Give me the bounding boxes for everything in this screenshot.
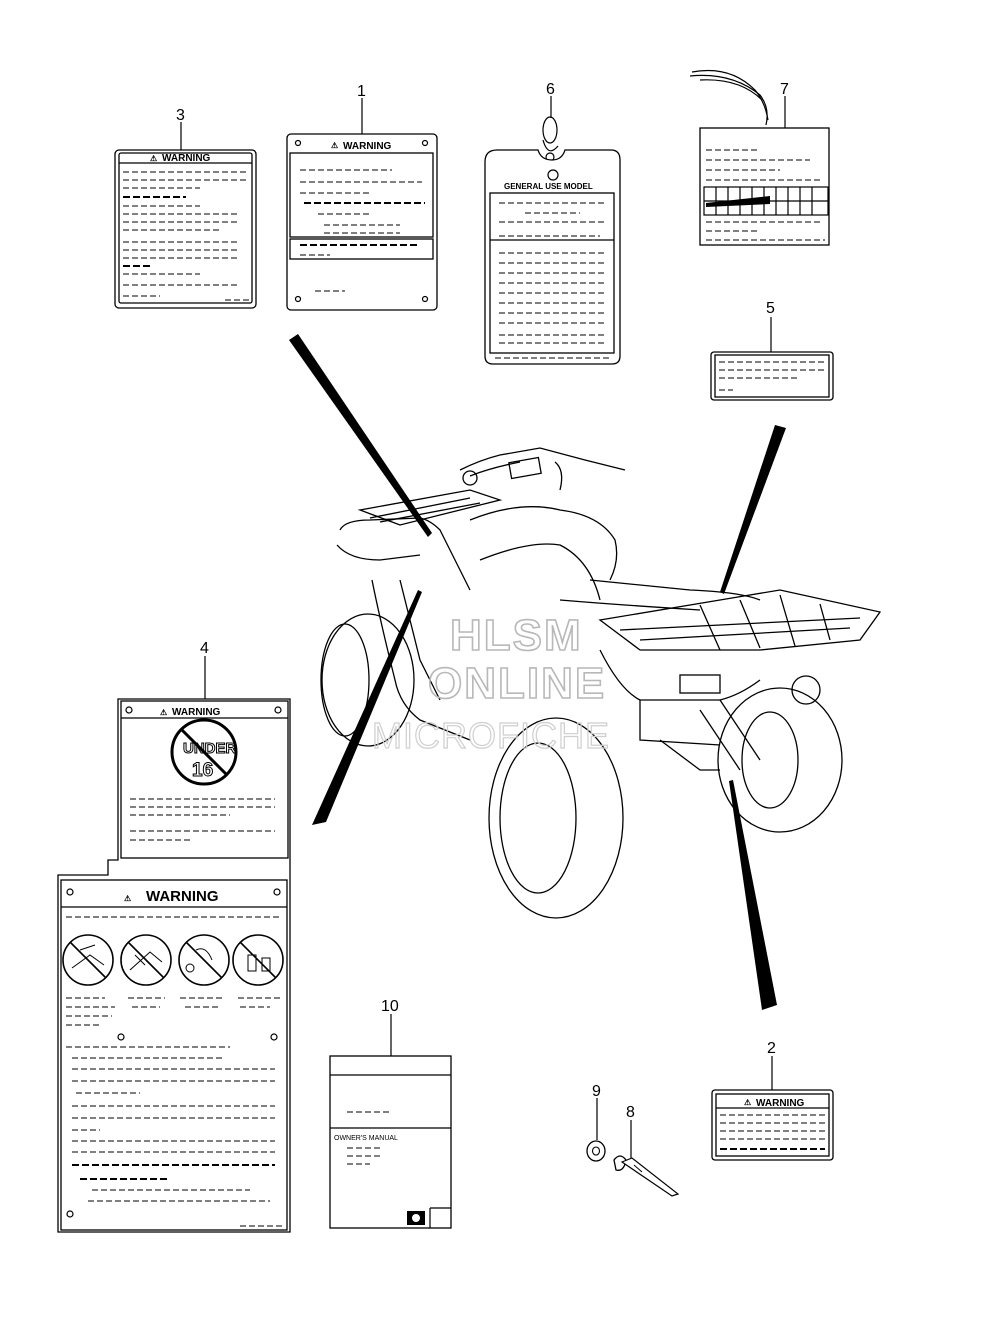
warning-icon: ⚠ — [150, 154, 157, 163]
label-3-warning-sticker[interactable]: 3 ⚠ WARNING — [114, 107, 257, 309]
manual-title: OWNER'S MANUAL — [334, 1135, 398, 1142]
label-6-title: GENERAL USE MODEL — [504, 182, 593, 191]
under-16-symbol: UNDER 16 — [170, 718, 238, 786]
svg-text:UNDER: UNDER — [183, 740, 237, 757]
item-8-rivet[interactable]: 8 — [613, 1104, 680, 1197]
warning-icon: ⚠ — [124, 894, 131, 903]
callout-4: 4 — [200, 640, 209, 657]
label-3-text-lines — [123, 171, 250, 301]
label-5-sticker[interactable]: 5 — [710, 300, 834, 401]
label-4-bottom-text-lines — [66, 916, 285, 1227]
no-paved-road-icon — [178, 934, 230, 986]
label-4-bottom-warning-text: WARNING — [146, 888, 219, 905]
svg-text:ONLINE: ONLINE — [428, 659, 606, 708]
warning-icon: ⚠ — [744, 1098, 751, 1107]
label-2-warning-sticker[interactable]: 2 ⚠ WARNING — [711, 1040, 834, 1161]
warning-icon: ⚠ — [331, 141, 338, 150]
item-10-owners-manual[interactable]: 10 OWNER'S MANUAL — [329, 998, 452, 1229]
label-5-text-lines — [719, 361, 825, 391]
callout-1: 1 — [357, 83, 366, 100]
label-6-general-use-tag[interactable]: 6 GENERAL USE MODEL — [484, 81, 621, 365]
label-7-text-lines — [706, 149, 825, 241]
callout-10: 10 — [381, 998, 399, 1015]
pictogram-row — [62, 934, 284, 986]
callout-6: 6 — [546, 81, 555, 98]
label-3-warning-text: WARNING — [162, 153, 211, 164]
callout-5: 5 — [766, 300, 775, 317]
svg-text:16: 16 — [192, 760, 213, 781]
callout-8: 8 — [626, 1104, 635, 1121]
atv-illustration — [320, 447, 882, 919]
label-7-info-tag[interactable]: 7 — [689, 69, 830, 246]
label-1-text-lines — [300, 169, 425, 292]
svg-text:HLSM: HLSM — [450, 611, 583, 660]
callout-9: 9 — [592, 1083, 601, 1100]
item-9-washer[interactable]: 9 — [586, 1083, 606, 1162]
label-2-warning-text: WARNING — [756, 1098, 805, 1109]
warning-icon: ⚠ — [160, 708, 167, 717]
svg-text:MICROFICHE: MICROFICHE — [372, 715, 610, 756]
label-4-warning-sticker[interactable]: 4 ⚠ WARNING UNDER 16 ⚠ WARNING — [57, 640, 291, 1233]
label-6-text-lines — [495, 202, 612, 359]
callout-3: 3 — [176, 107, 185, 124]
no-drugs-alcohol-icon — [120, 934, 172, 986]
pointer-lines — [289, 334, 786, 1010]
label-1-warning-sticker[interactable]: 1 ⚠ WARNING — [286, 83, 438, 311]
label-4-top-warning-text: WARNING — [172, 707, 221, 718]
manual-text-lines — [347, 1147, 380, 1165]
label-7-table — [703, 186, 829, 216]
label-4-top-text-lines — [130, 798, 275, 841]
no-riding-on-public-road-icon — [232, 934, 284, 986]
label-1-warning-text: WARNING — [343, 141, 392, 152]
label-2-text-lines — [720, 1114, 825, 1150]
watermark: HLSM ONLINE MICROFICHE — [371, 610, 610, 756]
no-passenger-icon — [62, 934, 114, 986]
callout-2: 2 — [767, 1040, 776, 1057]
callout-7: 7 — [780, 81, 789, 98]
